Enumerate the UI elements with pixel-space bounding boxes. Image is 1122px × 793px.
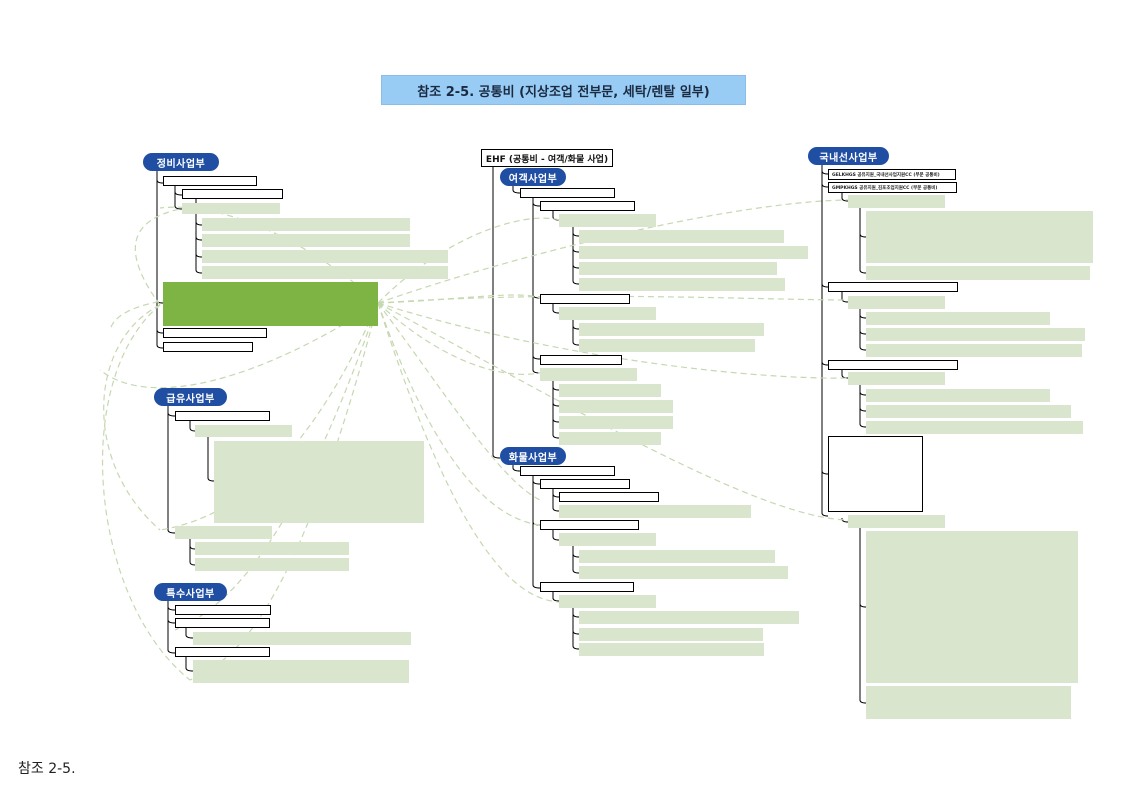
cargo-cost-item (559, 595, 656, 608)
domestic-cost-item (866, 312, 1050, 325)
domestic-cost-item (866, 344, 1082, 357)
cargo-node (540, 479, 630, 489)
domestic-cost-item (866, 328, 1085, 341)
domestic-node (828, 436, 923, 512)
domestic-cost-item (866, 389, 1050, 402)
passenger-cost-item (579, 246, 808, 259)
maintenance-node (163, 342, 253, 352)
cargo-node (540, 520, 639, 530)
passenger-cost-item (559, 214, 656, 227)
passenger-node (520, 188, 615, 198)
cargo-node (540, 582, 634, 592)
cargo-node (520, 466, 615, 476)
maintenance-node (163, 328, 267, 338)
domestic-item-gmpkhgs: GMPKHGS 공유지원_김포조업지원CC (부문 공통비) (828, 182, 957, 193)
domestic-cost-item (866, 405, 1071, 418)
cargo-cost-item (559, 533, 656, 546)
cargo-cost-item (559, 505, 751, 518)
fueling-cost-item (195, 542, 349, 555)
passenger-cost-item (559, 416, 673, 429)
domestic-division-label: 국내선사업부 (808, 147, 889, 165)
domestic-cost-item (848, 515, 945, 528)
maintenance-cost-item (202, 234, 410, 247)
domestic-node (828, 282, 958, 292)
maintenance-cost-item (182, 203, 280, 214)
fueling-cost-item (195, 425, 292, 437)
special-node (175, 618, 270, 628)
domestic-cost-item (848, 195, 945, 208)
maintenance-cost-item (202, 218, 410, 231)
passenger-cost-item (579, 262, 777, 275)
passenger-node (540, 201, 635, 211)
passenger-cost-item (579, 230, 784, 243)
cargo-node (559, 492, 659, 502)
figure-caption: 참조 2-5. (18, 761, 76, 777)
passenger-division-label: 여객사업부 (500, 168, 566, 186)
domestic-cost-item (866, 266, 1090, 280)
passenger-cost-item (579, 323, 764, 336)
domestic-cost-item (848, 372, 945, 385)
fueling-division-label: 급유사업부 (154, 388, 227, 406)
passenger-cost-item (559, 400, 673, 413)
passenger-cost-item (579, 278, 785, 291)
maintenance-division-label: 정비사업부 (143, 153, 219, 171)
passenger-node (540, 355, 622, 365)
cargo-cost-item (579, 550, 775, 563)
domestic-node (828, 360, 958, 370)
special-node (175, 647, 270, 657)
fueling-cost-item (195, 558, 349, 571)
maintenance-node (182, 189, 283, 199)
fueling-node (175, 411, 270, 421)
passenger-cost-item (540, 368, 637, 381)
cargo-cost-item (579, 643, 764, 656)
domestic-cost-item (866, 686, 1071, 719)
passenger-cost-item (559, 384, 661, 397)
domestic-item-gelkhgs: GELKHGS 공유지원_국내선사업지원CC (부문 공통비) (828, 169, 956, 180)
ehf-header: EHF (공통비 - 여객/화물 사업) (481, 149, 613, 167)
special-cost-item (193, 632, 411, 645)
cargo-cost-item (579, 566, 788, 579)
special-cost-item (193, 660, 409, 683)
maintenance-node (163, 176, 257, 186)
domestic-cost-item (866, 531, 1078, 683)
diagram-title: 참조 2-5. 공통비 (지상조업 전부문, 세탁/렌탈 일부) (381, 75, 746, 105)
passenger-cost-item (559, 432, 661, 445)
fueling-cost-item (175, 526, 272, 539)
domestic-cost-item (866, 421, 1083, 434)
maintenance-cost-item (202, 250, 448, 263)
cargo-cost-item (579, 611, 799, 624)
passenger-cost-item (559, 307, 656, 320)
domestic-cost-item (848, 296, 945, 309)
cargo-division-label: 화물사업부 (500, 447, 566, 465)
maintenance-cost-item (202, 266, 448, 279)
special-division-label: 특수사업부 (154, 583, 227, 601)
cargo-cost-item (579, 628, 763, 641)
special-node (175, 605, 271, 615)
passenger-node (540, 294, 630, 304)
passenger-cost-item (579, 339, 755, 352)
fueling-cost-item (214, 441, 424, 523)
domestic-cost-item (866, 211, 1093, 263)
common-cost-hub (163, 282, 378, 326)
